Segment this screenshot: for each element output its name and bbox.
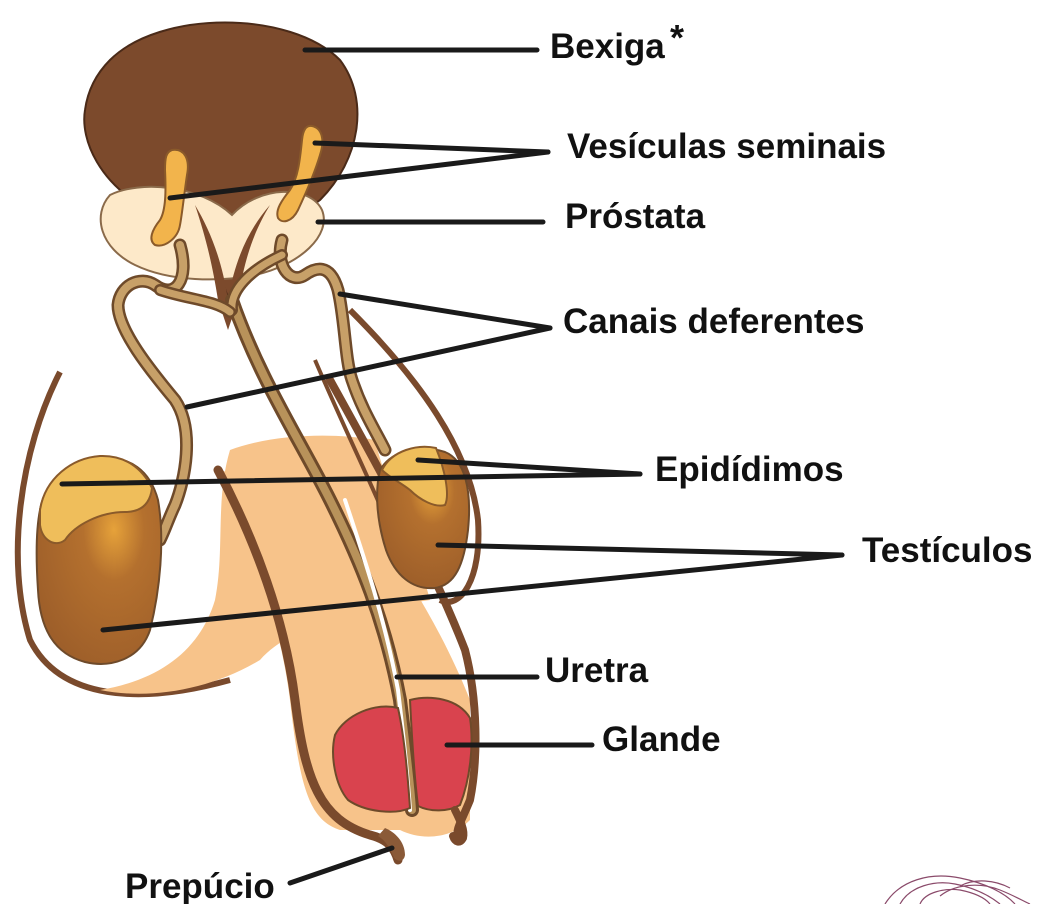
leader-prepucio bbox=[290, 848, 392, 883]
label-bexiga-asterisk: * bbox=[670, 17, 684, 58]
label-bexiga: Bexiga bbox=[550, 27, 665, 66]
label-uretra: Uretra bbox=[545, 651, 649, 690]
leader-testiculos-1 bbox=[438, 545, 842, 555]
corner-scribble-logo bbox=[885, 876, 1030, 904]
glans-left bbox=[333, 707, 410, 812]
leader-canais-1 bbox=[340, 294, 550, 328]
label-vesiculas-seminais: Vesículas seminais bbox=[567, 127, 886, 166]
label-canais-deferentes: Canais deferentes bbox=[563, 302, 865, 341]
label-epididimos: Epidídimos bbox=[655, 450, 844, 489]
label-prepucio: Prepúcio bbox=[125, 867, 275, 904]
label-testiculos: Testículos bbox=[862, 531, 1033, 570]
label-prostata: Próstata bbox=[565, 197, 706, 236]
glans-right bbox=[410, 698, 472, 811]
label-glande: Glande bbox=[602, 720, 721, 759]
